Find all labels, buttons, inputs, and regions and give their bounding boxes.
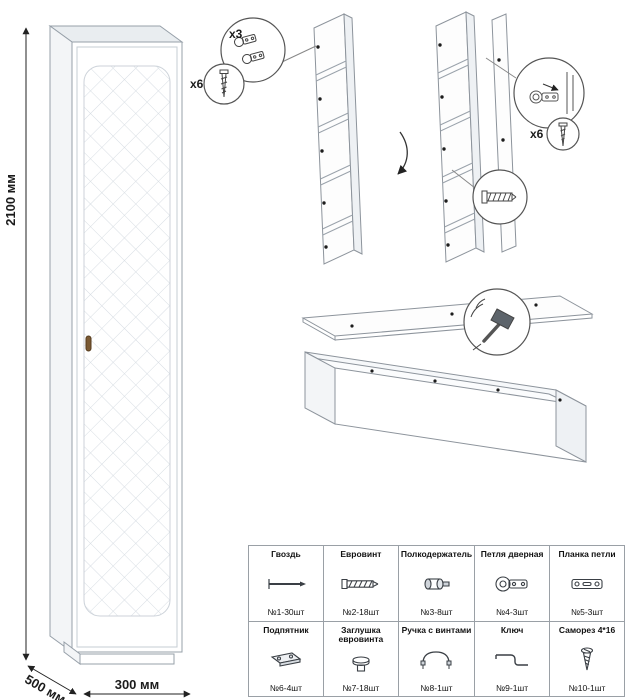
wardrobe-top-face (48, 25, 184, 43)
part-count: №9-1шт (496, 682, 529, 693)
euroscrew-icon (339, 571, 383, 597)
screw-cap-icon (339, 651, 383, 677)
part-cell-shelf-support: Полкодержатель №3-8шт (398, 546, 476, 622)
part-name: Петля дверная (480, 549, 544, 559)
hinge-glyph (234, 34, 257, 47)
door-hinge-icon (490, 571, 534, 597)
part-name: Ключ (500, 624, 524, 635)
back-panel-assembly (301, 295, 594, 341)
foot-pad-icon (264, 646, 308, 672)
part-name: Гвоздь (271, 549, 301, 559)
part-cell-handle: Ручка с винтами №8-1шт (398, 621, 476, 697)
euroscrew-glyph (558, 122, 568, 147)
hammer-icon (470, 298, 515, 351)
part-name: Ручка с винтами (401, 624, 472, 635)
part-count: №8-1шт (420, 682, 453, 693)
screw-qty-label-left: x6 (190, 77, 204, 91)
key-icon (490, 646, 534, 672)
part-count: №10-1шт (568, 682, 606, 693)
hinge-glyph (242, 51, 265, 64)
width-dimension-label: 300 мм (115, 677, 160, 692)
screw-qty-label-right: x6 (530, 127, 544, 141)
parts-table: Гвоздь №1-30шт Евровинт №2-18шт Полкодер… (248, 545, 625, 697)
part-count: №4-3шт (496, 607, 529, 618)
part-count: №7-18шт (342, 683, 380, 693)
wardrobe-front-view (48, 25, 184, 665)
part-cell-self-tapping-screw: Саморез 4*16 №10-1шт (550, 621, 625, 697)
part-count: №3-8шт (420, 607, 453, 618)
euroscrew-glyph (219, 69, 229, 98)
hinge-qty-label: x3 (229, 27, 243, 41)
door-quilt-pattern (83, 65, 171, 617)
nail-icon (264, 571, 306, 597)
wardrobe-base-front (79, 653, 175, 665)
drill-hole-dots (316, 45, 328, 249)
part-cell-screw-cap: Заглушка евровинта №7-18шт (323, 621, 399, 697)
join-arrow (397, 131, 408, 175)
screw-callout-left: x6 (190, 63, 245, 105)
hinge-plate-icon (565, 571, 609, 597)
part-name: Саморез 4*16 (558, 624, 616, 635)
euroscrew-detail-callout (451, 169, 528, 225)
hinge-callout: x3 (220, 17, 317, 83)
part-count: №6-4шт (269, 682, 303, 693)
part-name: Полкодержатель (400, 549, 473, 559)
part-cell-nail: Гвоздь №1-30шт (249, 546, 324, 622)
part-cell-door-hinge: Петля дверная №4-3шт (475, 546, 551, 622)
part-name: Заглушка евровинта (338, 624, 384, 645)
shelf-support-icon (414, 571, 458, 597)
exploded-panels (313, 11, 517, 265)
screw-callout-right: x6 (530, 117, 580, 151)
part-cell-hinge-plate: Планка петли №5-3шт (550, 546, 625, 622)
wardrobe-side-panel (49, 25, 73, 653)
door-handle (85, 335, 92, 352)
part-cell-euroscrew: Евровинт №2-18шт (323, 546, 399, 622)
part-count: №1-30шт (267, 607, 305, 618)
part-cell-key: Ключ №9-1шт (475, 621, 551, 697)
part-name: Подпятник (263, 624, 309, 635)
part-name: Евровинт (340, 549, 382, 559)
part-count: №2-18шт (342, 607, 380, 618)
part-name: Планка петли (558, 549, 616, 559)
hammer-callout (463, 288, 531, 356)
part-count: №5-3шт (570, 607, 604, 618)
handle-icon (414, 646, 458, 672)
drill-hole-dots (370, 369, 562, 402)
dimension-lines (22, 27, 191, 698)
height-dimension-label: 2100 мм (3, 174, 18, 226)
cabinet-box-assembly (304, 351, 587, 463)
hinge-mount-callout (485, 57, 585, 129)
drill-hole-dots (438, 43, 450, 247)
part-cell-foot-pad: Подпятник №6-4шт (249, 621, 324, 697)
self-tapping-screw-icon (565, 646, 609, 672)
